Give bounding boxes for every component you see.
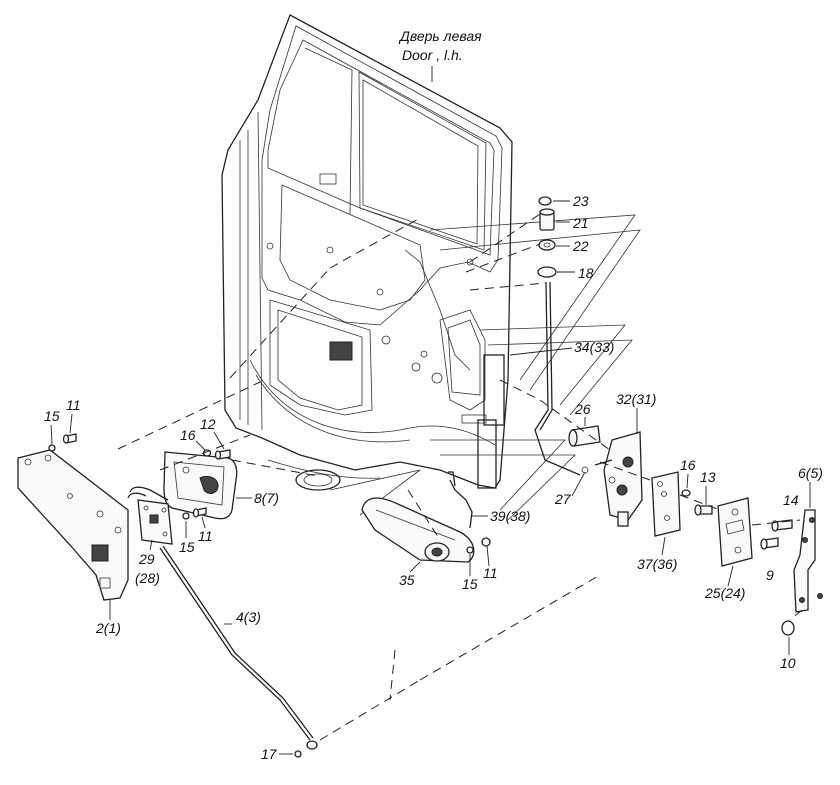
title-ru: Дверь левая [398,28,482,44]
part-14-bolt [760,519,793,550]
label-2-1: 2(1) [95,620,121,636]
label-23: 23 [572,193,589,209]
label-11c: 11 [66,397,81,413]
part-32-lock [594,431,643,527]
label-10: 10 [780,655,796,671]
label-16b: 16 [180,427,196,443]
part-35-outer-handle [361,497,475,563]
part-29-inner-handle [127,486,173,545]
part-18-clip [534,266,581,476]
label-28: (28) [135,570,160,586]
part-39-rod [448,471,473,529]
label-15b: 15 [179,539,195,555]
label-15c: 15 [44,408,60,424]
label-12: 12 [200,416,216,432]
part-10-plug [781,620,795,636]
part-25-striker [717,497,753,567]
part-15-11-topleft [48,433,77,452]
label-8-7: 8(7) [254,490,279,506]
label-4-3: 4(3) [236,609,261,625]
part-12-bolt [214,449,231,460]
part-37-plate [651,471,681,537]
label-11b: 11 [198,528,213,544]
label-14: 14 [783,492,799,508]
label-35: 35 [399,572,415,588]
label-25-24: 25(24) [704,585,745,601]
label-34-33: 34(33) [574,339,614,355]
part-16-washer [681,489,691,497]
label-17: 17 [261,746,278,762]
part-22-washer [538,239,556,251]
part-6-bracket [793,509,823,613]
part-21-button [539,208,555,231]
label-16a: 16 [680,457,696,473]
label-32-31: 32(31) [616,391,656,407]
ghost-lines [329,214,641,521]
part-23-cap [538,196,552,206]
label-22: 22 [572,238,589,254]
label-37-36: 37(36) [637,556,677,572]
part-26-pin [568,425,601,447]
part-2-plate [17,449,129,601]
title-en: Door , l.h. [402,47,463,63]
part-4-rod [159,545,318,750]
part-17-clip [294,750,302,758]
label-29: 29 [138,551,155,567]
label-6-5: 6(5) [798,465,823,481]
label-39-38: 39(38) [490,508,530,524]
assembly-lines [117,217,803,741]
door-body [221,14,513,491]
label-18: 18 [578,265,594,281]
part-13-bolt [694,504,713,516]
label-21: 21 [572,215,589,231]
label-13: 13 [700,469,716,485]
label-15a: 15 [462,576,478,592]
label-11a: 11 [483,565,498,581]
part-15-11-handle [466,537,491,554]
label-26: 26 [574,401,591,417]
label-9: 9 [766,567,774,583]
label-27: 27 [554,491,572,507]
part-15-11-inner [182,507,207,520]
